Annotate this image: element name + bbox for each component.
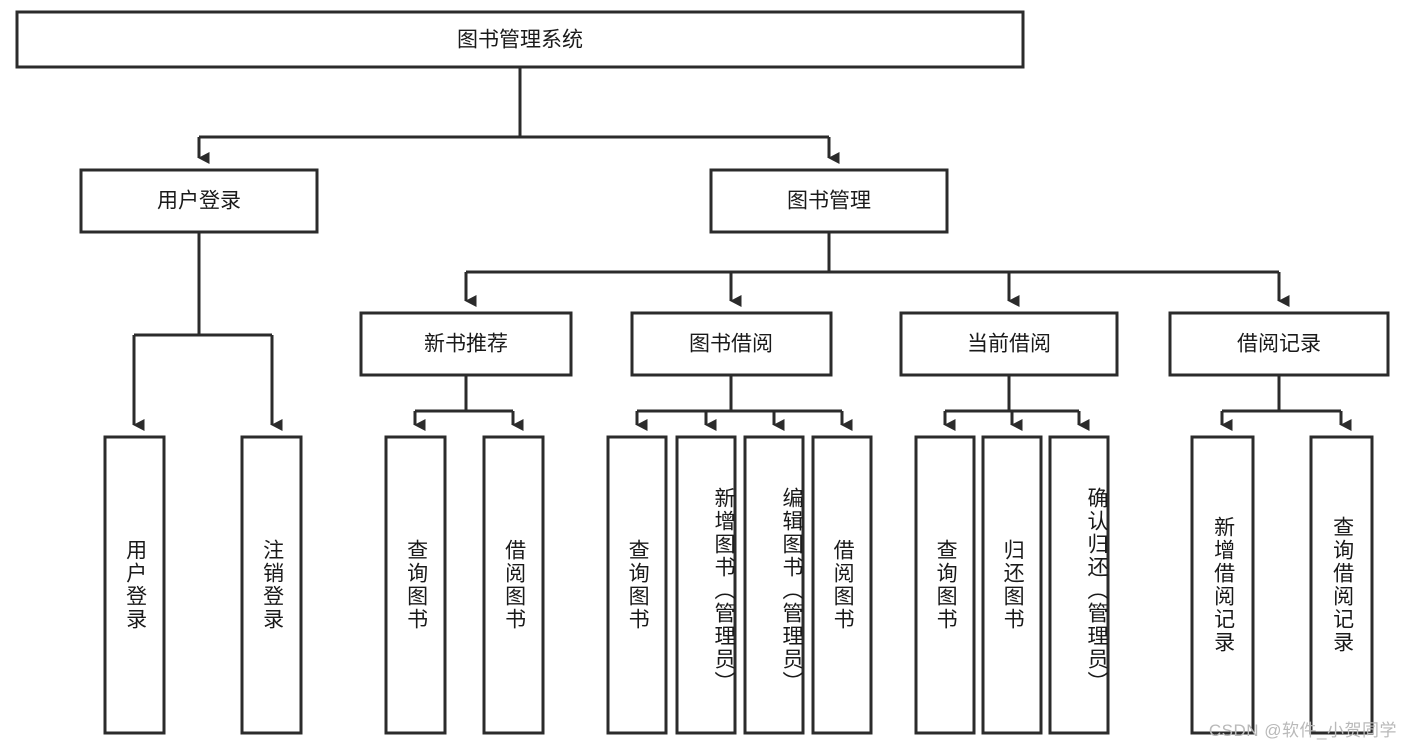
node-book-management[interactable]: 图书管理 [709, 168, 949, 234]
node-current-borrow[interactable]: 当前借阅 [899, 311, 1119, 377]
node-root-label: 图书管理系统 [457, 29, 583, 52]
leaf-box-query-borrow-record[interactable] [1309, 435, 1374, 735]
leaf-box-return-book[interactable] [981, 435, 1043, 735]
leaf-box-query-book-3[interactable] [914, 435, 976, 735]
leaf-box-borrow-book-2[interactable] [811, 435, 873, 735]
node-user-login[interactable]: 用户登录 [79, 168, 319, 234]
node-current-borrow-box[interactable] [899, 311, 1119, 377]
node-book-borrow-label: 图书借阅 [689, 333, 773, 356]
node-borrow-records[interactable]: 借阅记录 [1168, 311, 1390, 377]
node-root[interactable]: 图书管理系统 [15, 10, 1025, 69]
node-user-login-label: 用户登录 [157, 190, 241, 213]
node-book-borrow-box[interactable] [630, 311, 833, 377]
leaf-box-add-borrow-record[interactable] [1190, 435, 1255, 735]
csdn-watermark: CSDN @软件_小贺同学 [1208, 721, 1397, 740]
leaf-box-confirm-return-admin[interactable] [1048, 435, 1110, 735]
node-book-management-label: 图书管理 [787, 190, 871, 213]
node-new-book-recommend-box[interactable] [359, 311, 573, 377]
leaf-box-edit-book-admin[interactable] [743, 435, 805, 735]
connector-layer [132, 67, 1352, 431]
node-book-borrow[interactable]: 图书借阅 [630, 311, 833, 377]
node-root-box[interactable] [15, 10, 1025, 69]
leaf-box-user-logout[interactable] [240, 435, 303, 735]
leaf-box-query-book-1[interactable] [384, 435, 447, 735]
leaf-box-layer [103, 435, 1374, 735]
leaf-box-user-login-do[interactable] [103, 435, 166, 735]
node-borrow-records-box[interactable] [1168, 311, 1390, 377]
leaf-box-query-book-2[interactable] [606, 435, 668, 735]
node-user-login-box[interactable] [79, 168, 319, 234]
node-current-borrow-label: 当前借阅 [967, 333, 1051, 356]
node-new-book-recommend[interactable]: 新书推荐 [359, 311, 573, 377]
node-layer: 图书管理系统 用户登录 图书管理 新书推荐 图书借阅 [15, 10, 1390, 735]
node-borrow-records-label: 借阅记录 [1237, 333, 1321, 356]
node-new-book-recommend-label: 新书推荐 [424, 333, 508, 356]
leaf-box-borrow-book-1[interactable] [482, 435, 545, 735]
leaf-box-add-book-admin[interactable] [675, 435, 737, 735]
node-book-management-box[interactable] [709, 168, 949, 234]
